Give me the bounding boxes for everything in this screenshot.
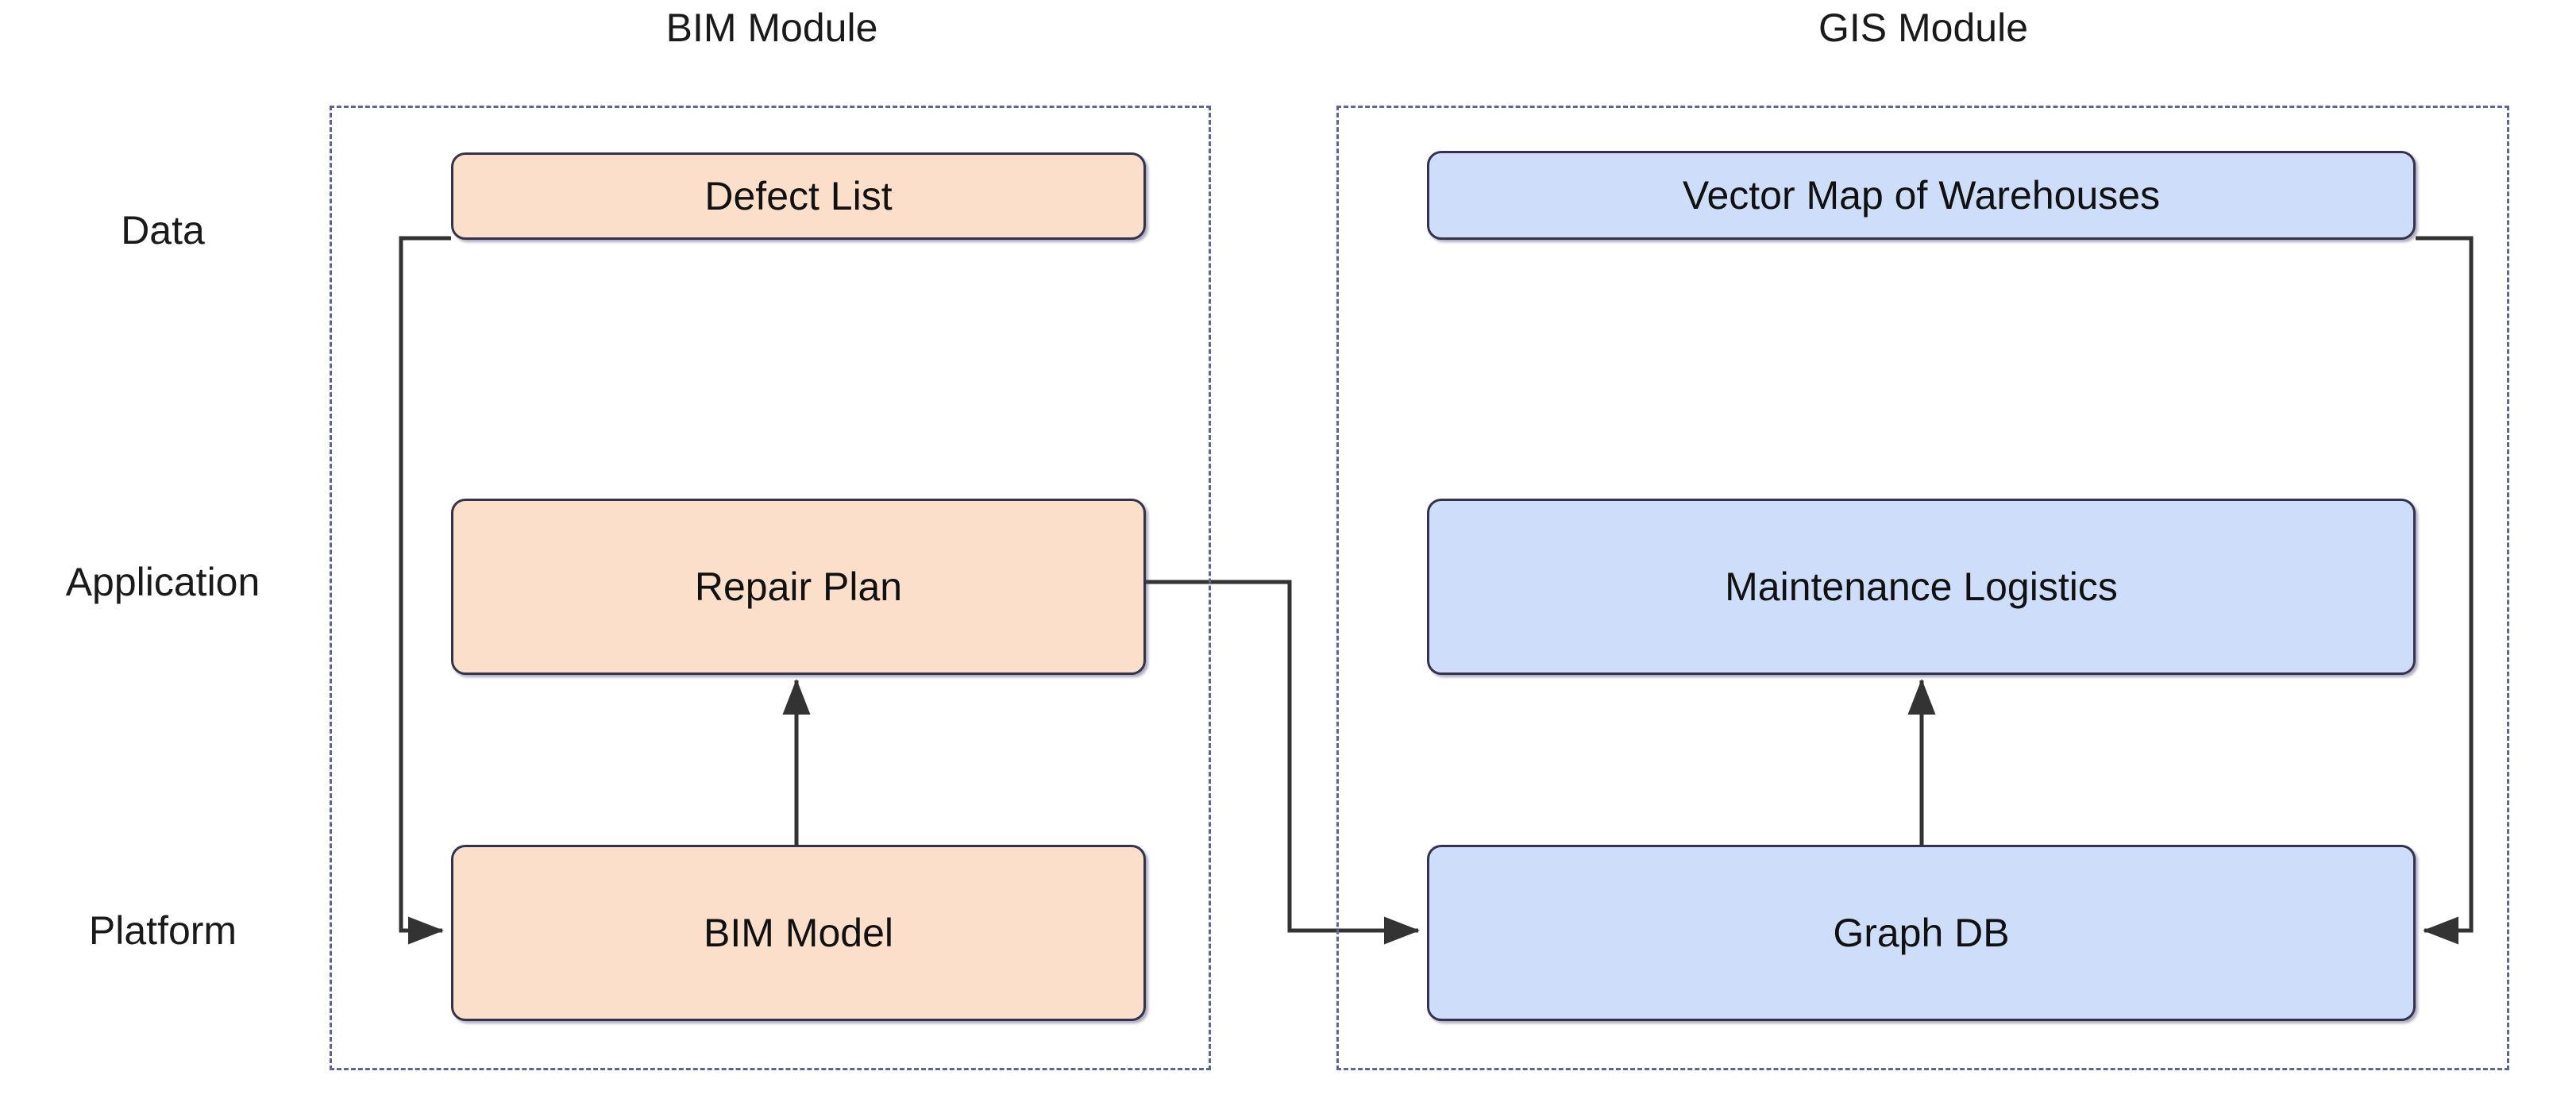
node-defect-list[interactable]: Defect List <box>451 152 1146 240</box>
module-title-gis: GIS Module <box>1818 6 2028 50</box>
node-repair-plan[interactable]: Repair Plan <box>451 499 1146 675</box>
module-container-gis <box>1336 106 2509 1070</box>
node-vector-map[interactable]: Vector Map of Warehouses <box>1427 151 2416 240</box>
node-label-bim-model: BIM Model <box>704 911 893 955</box>
module-title-bim: BIM Module <box>665 6 878 50</box>
node-label-graph-db: Graph DB <box>1833 911 2010 955</box>
node-label-defect-list: Defect List <box>704 174 893 218</box>
node-label-vector-map: Vector Map of Warehouses <box>1682 173 2161 218</box>
node-maintenance-logistics[interactable]: Maintenance Logistics <box>1427 499 2416 675</box>
row-label-application: Application <box>65 560 260 604</box>
node-label-repair-plan: Repair Plan <box>694 565 903 609</box>
node-label-maintenance-logistics: Maintenance Logistics <box>1725 565 2118 609</box>
module-container-bim <box>330 106 1211 1070</box>
connector-repair-plan-to-graph-db <box>1146 580 1420 945</box>
connector-defect-list-to-bim-model <box>399 236 451 945</box>
node-graph-db[interactable]: Graph DB <box>1427 845 2416 1021</box>
row-label-platform: Platform <box>88 908 237 953</box>
connector-vector-map-to-graph-db <box>2416 236 2474 945</box>
node-bim-model[interactable]: BIM Model <box>451 845 1146 1021</box>
row-label-data: Data <box>121 208 205 252</box>
